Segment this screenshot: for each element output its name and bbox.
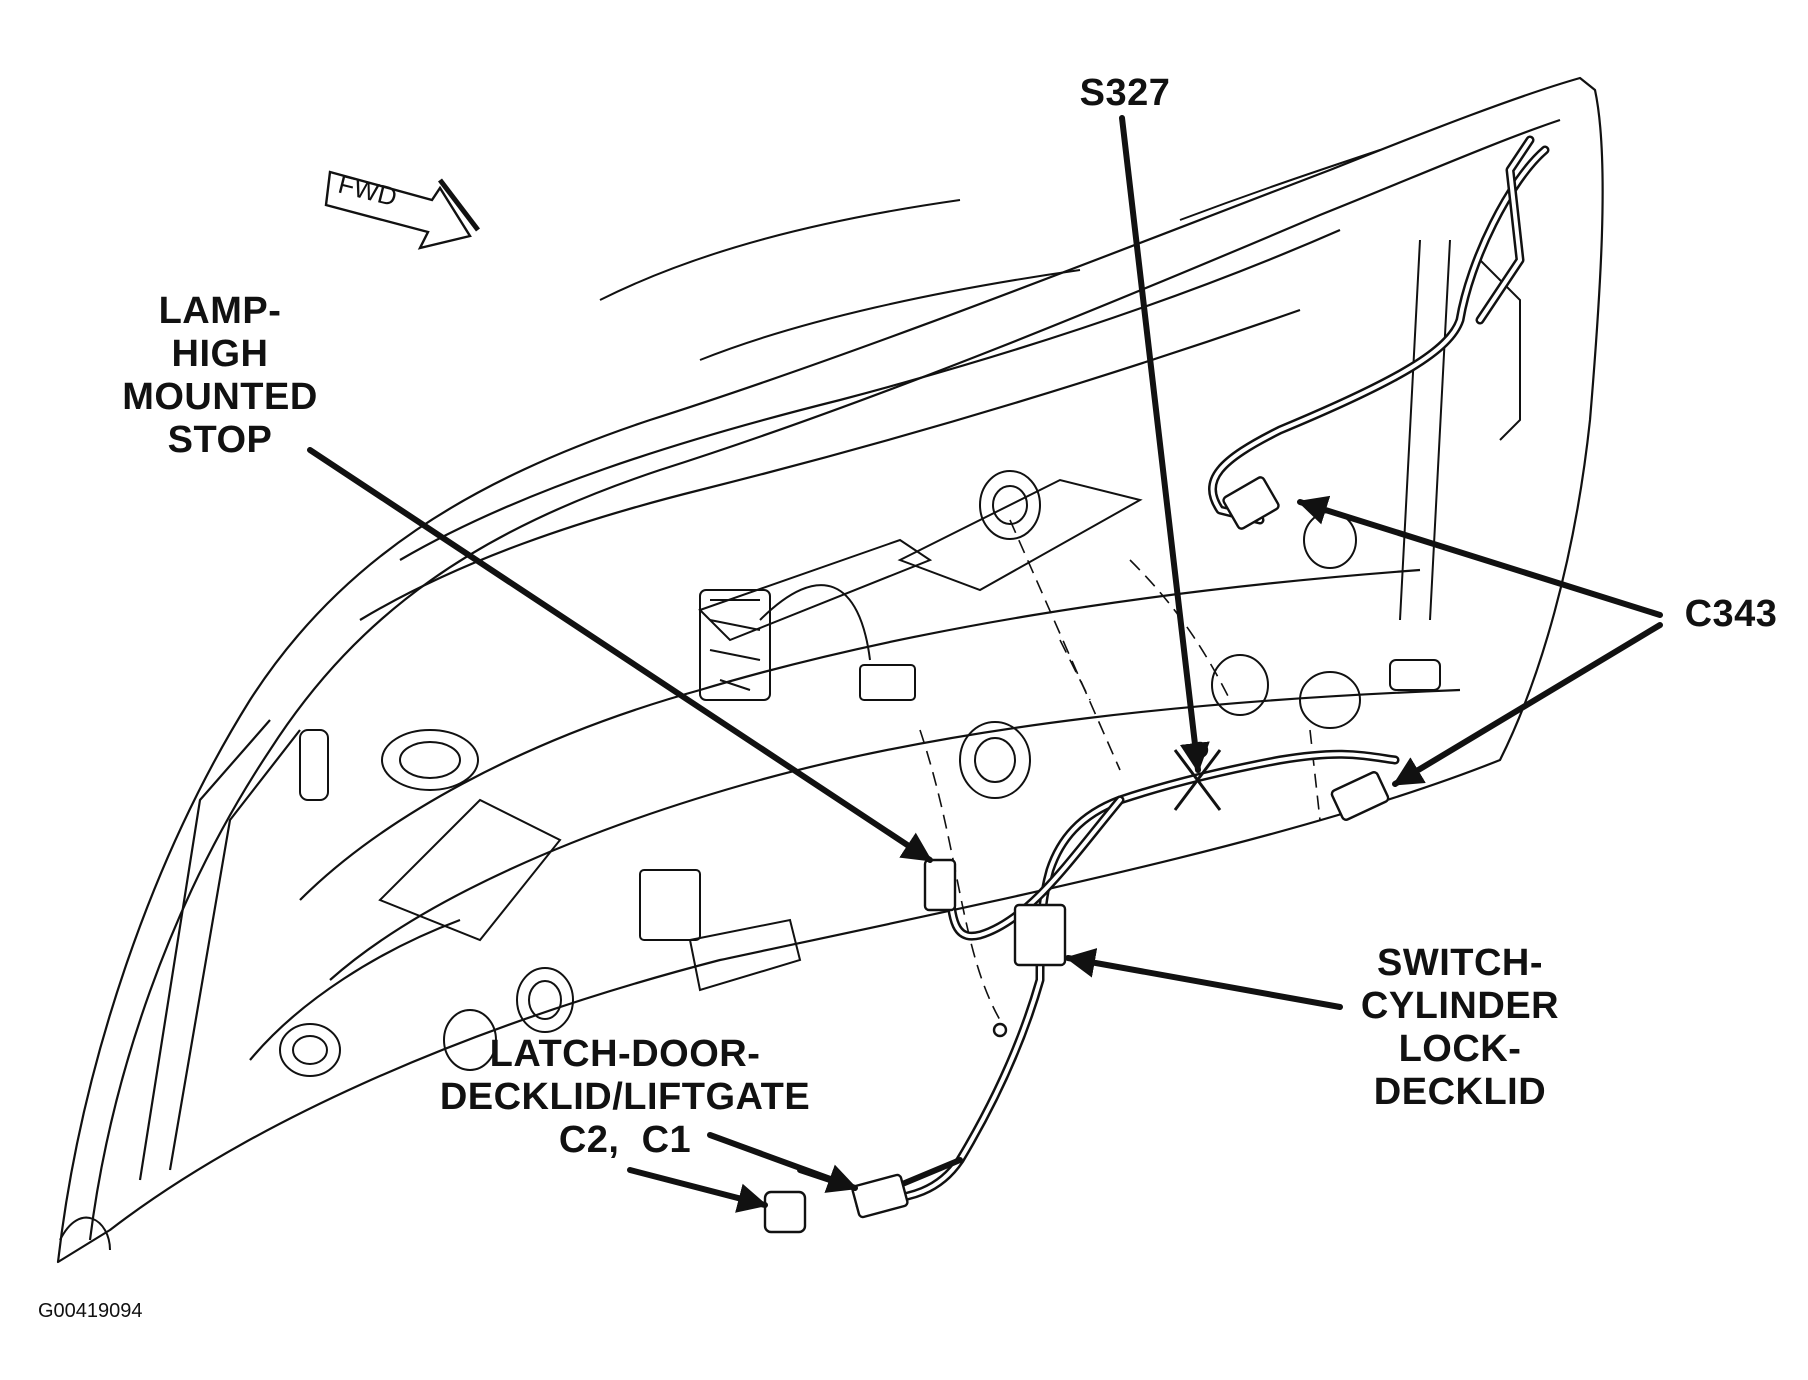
label-line: DECKLID xyxy=(1373,1071,1547,1113)
label-line: MOUNTED xyxy=(122,376,318,418)
switch-connector xyxy=(1013,903,1067,967)
c343-lower-connector xyxy=(1330,771,1390,821)
lamp-high-mounted-stop-label: LAMP- HIGH MOUNTED STOP xyxy=(100,290,340,462)
decklid-panel xyxy=(56,76,1604,1264)
label-line: LOCK- xyxy=(1398,1028,1522,1070)
label-line: STOP xyxy=(167,419,273,461)
latch-door-decklid-liftgate-label: LATCH-DOOR- DECKLID/LIFTGATE C2, C1 xyxy=(420,1033,830,1162)
c2-leader xyxy=(627,1167,768,1213)
panel-stampings xyxy=(279,149,1381,1077)
label-line: HIGH xyxy=(171,333,269,375)
c1-connector xyxy=(851,1173,909,1219)
c343-upper-leader xyxy=(1297,495,1663,618)
c2-connector xyxy=(763,1190,807,1234)
hidden-lines xyxy=(919,519,1321,1021)
wiring-harness xyxy=(797,135,1550,1210)
c343-upper-connector xyxy=(1222,476,1280,530)
label-line: CYLINDER xyxy=(1360,985,1560,1027)
leader-lines xyxy=(307,115,1663,1213)
s327-label: S327 xyxy=(1060,72,1190,115)
figure-id: G00419094 xyxy=(38,1300,143,1322)
lamp-connector xyxy=(923,858,957,912)
label-line: LAMP- xyxy=(158,290,282,332)
s327-leader xyxy=(1119,115,1210,773)
switch-cylinder-lock-decklid-label: SWITCH- CYLINDER LOCK- DECKLID xyxy=(1325,942,1595,1114)
label-line: SWITCH- xyxy=(1376,942,1544,984)
switch-leader xyxy=(1065,948,1343,1010)
label-line: DECKLID/LIFTGATE xyxy=(439,1076,811,1118)
latch-hardware xyxy=(59,239,1521,1251)
label-line: S327 xyxy=(1079,72,1171,114)
c343-lower-leader xyxy=(1392,622,1663,787)
connectors xyxy=(763,476,1390,1234)
label-line: C2, C1 xyxy=(558,1119,692,1161)
fwd-arrow: FWD xyxy=(324,169,480,250)
c1-leader xyxy=(707,1132,858,1193)
label-line: LATCH-DOOR- xyxy=(489,1033,761,1075)
lamp-leader xyxy=(307,447,933,863)
label-line: C343 xyxy=(1684,593,1778,635)
c343-label: C343 xyxy=(1666,593,1796,636)
